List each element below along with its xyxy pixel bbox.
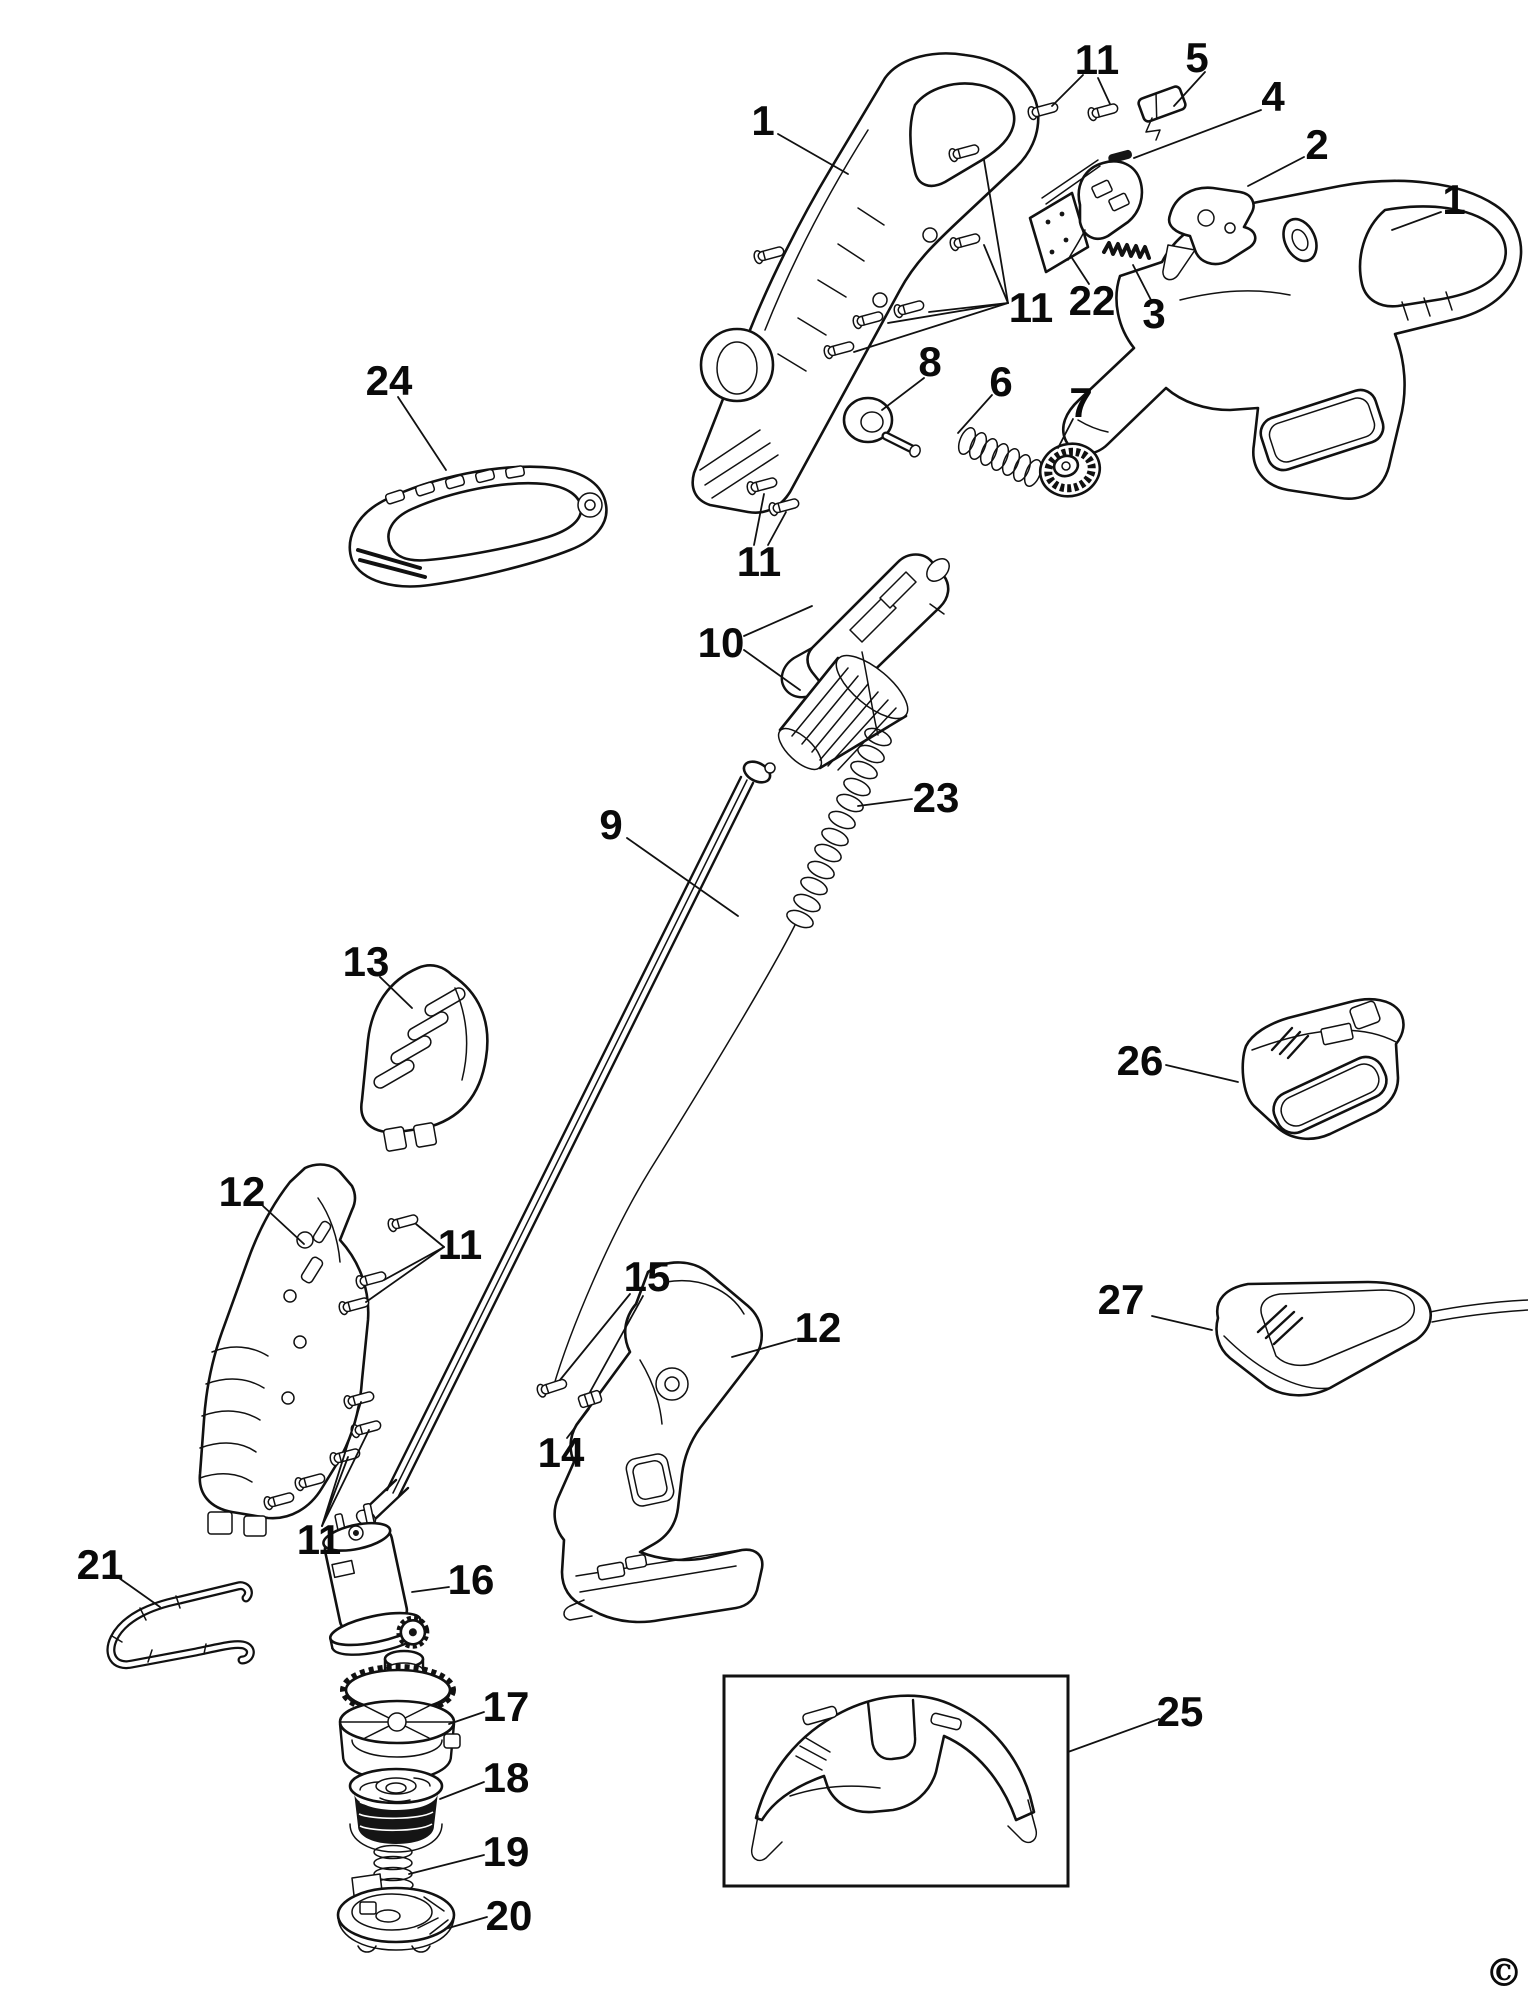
- part-25-guard: [750, 1694, 1038, 1862]
- callout-shaft-screws: 11: [737, 538, 781, 585]
- copyright-symbol: ©: [1485, 1950, 1523, 1995]
- callout-lower-screws-bottom: 11: [297, 1516, 341, 1563]
- part-11-screw: [386, 1211, 420, 1234]
- callout-shaft-tube: 9: [599, 801, 622, 848]
- callout-housing-right: 1: [1442, 176, 1465, 223]
- part-7-collar-nut: [1038, 442, 1102, 498]
- part-4-pin: [1108, 149, 1132, 164]
- callout-spring: 6: [989, 358, 1012, 405]
- part-8-bushing: [842, 396, 921, 458]
- callout-motor: 16: [448, 1556, 495, 1603]
- callout-screws-top: 11: [1075, 36, 1119, 83]
- callout-bushing: 8: [918, 338, 941, 385]
- part-13-motor-cover: [360, 964, 489, 1152]
- part-1-handle-housing-left: [691, 52, 1040, 514]
- part-1-handle-housing-right: [1061, 179, 1523, 500]
- callout-aux-handle: 24: [366, 357, 413, 404]
- callout-trigger: 2: [1305, 121, 1328, 168]
- part-5-lockoff-button: [1137, 85, 1187, 141]
- callout-switch-plate: 22: [1069, 277, 1116, 324]
- callout-lockoff-button: 5: [1185, 34, 1208, 81]
- part-18-spool: [348, 1767, 444, 1853]
- callout-guide-screws: 15: [624, 1253, 671, 1300]
- callout-lower-housing-left: 12: [219, 1168, 266, 1215]
- callout-battery: 26: [1117, 1037, 1164, 1084]
- callout-spool: 18: [483, 1754, 530, 1801]
- callout-spool-cap: 20: [486, 1892, 533, 1939]
- part-24-aux-handle: [348, 465, 608, 588]
- part-11-screw: [948, 230, 982, 253]
- callout-lower-housing-right: 12: [795, 1304, 842, 1351]
- callout-spool-housing: 17: [483, 1683, 530, 1730]
- part-25-guard-box: [722, 1674, 1070, 1888]
- callout-ferrule: 14: [538, 1429, 585, 1476]
- callout-housing-screws: 11: [1009, 284, 1053, 331]
- part-12-lower-housing-left: [198, 1163, 370, 1537]
- part-6-spring: [957, 427, 1043, 487]
- part-11-screw: [892, 297, 926, 320]
- part-16-motor: [322, 1502, 430, 1656]
- part-10-coupler: [777, 553, 950, 771]
- callout-spool-spring: 19: [483, 1828, 530, 1875]
- callout-wire-guard: 21: [77, 1541, 124, 1588]
- callout-coiled-cable: 23: [913, 774, 960, 821]
- part-3-spring: [1102, 241, 1151, 260]
- part-17-spool-housing: [338, 1649, 461, 1782]
- callout-labels: 1 11 5 4 2 1 22 3 11 8 6 7 24 11 10 23 9…: [77, 34, 1523, 1995]
- callout-pin: 4: [1261, 73, 1285, 120]
- part-12-lower-housing-right: [553, 1261, 764, 1624]
- part-2-trigger: [1162, 186, 1257, 281]
- part-23-coiled-cable: [552, 651, 892, 1389]
- callout-trigger-spring: 3: [1142, 290, 1165, 337]
- leader-lines: [118, 71, 1442, 1930]
- callout-guard: 25: [1157, 1688, 1204, 1735]
- part-15-screw: [535, 1375, 570, 1399]
- part-11-screw: [1086, 100, 1120, 123]
- callout-lower-screws-upper: 11: [438, 1221, 482, 1268]
- part-26-battery: [1241, 998, 1405, 1141]
- part-14-ferrule: [577, 1389, 603, 1409]
- callout-housing-left: 1: [751, 97, 774, 144]
- part-21-wire-guard: [106, 1581, 255, 1670]
- callout-coupler: 10: [698, 619, 745, 666]
- callout-collar-nut: 7: [1069, 379, 1092, 426]
- callout-motor-cover: 13: [343, 938, 390, 985]
- part-22-switch-plate: [1028, 159, 1144, 274]
- callout-charger: 27: [1098, 1276, 1145, 1323]
- part-27-charger: [1215, 1280, 1528, 1397]
- part-20-spool-cap: [336, 1873, 456, 1953]
